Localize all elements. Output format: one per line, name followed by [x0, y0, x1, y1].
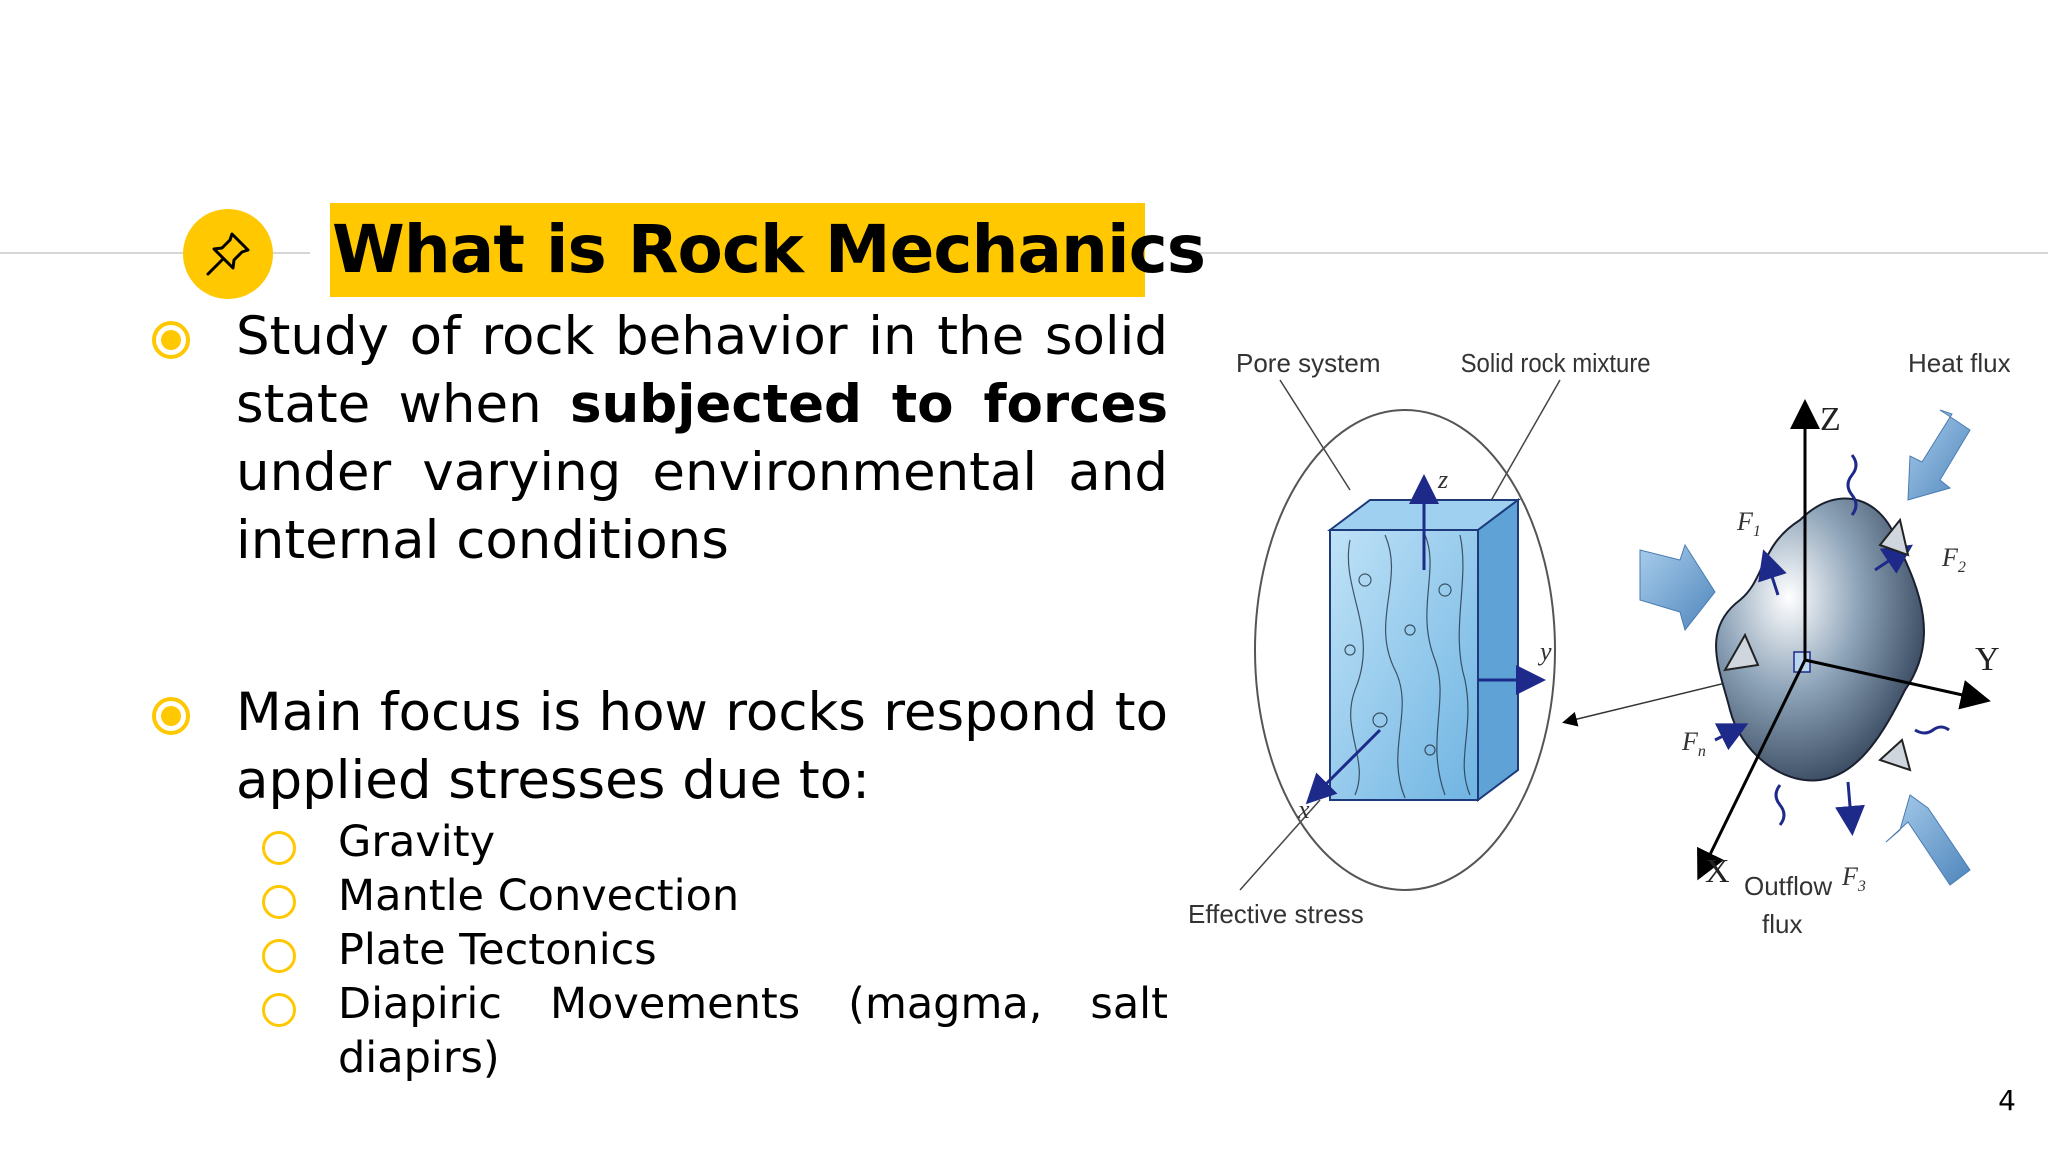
axis-Y-arrow	[1804, 658, 1991, 710]
force-fn-label: Fn	[1681, 727, 1706, 760]
rock-supports	[1723, 517, 1912, 772]
heat-flux-arrow-topright	[1907, 409, 1971, 501]
force-f1-arrow	[1758, 549, 1787, 596]
force-f3-arrow	[1835, 781, 1865, 836]
header-rule-left	[0, 252, 310, 254]
label-outflow: Outflow	[1744, 871, 1832, 901]
sub-bullet-text: Diapiric Movements (magma, salt diapirs)	[338, 979, 1168, 1083]
axis-X-arrow	[1697, 659, 1807, 881]
force-f3-label: F3	[1841, 862, 1866, 895]
slide-title-highlight: What is Rock Mechanics	[330, 203, 1206, 297]
bullet-item: Main focus is how rocks respond to appli…	[150, 679, 1168, 815]
heat-flux-arrow-bottomright	[1885, 794, 1971, 886]
hollow-bullet-icon	[262, 885, 296, 919]
sub-bullet-list: Gravity Mantle Convection Plate Tectonic…	[150, 815, 1168, 1085]
sub-bullet-text: Plate Tectonics	[338, 925, 657, 975]
pore-cube	[1327, 498, 1521, 802]
sub-bullet-item: Mantle Convection	[150, 869, 1168, 923]
bullet-text-part: under varying environmental and internal…	[236, 442, 1168, 571]
axis-x-small-label: x	[1297, 795, 1310, 824]
inset-circle	[1254, 409, 1556, 891]
pushpin-icon	[206, 232, 250, 276]
label-pore-system: Pore system	[1236, 348, 1381, 378]
bullet-text-emphasis: subjected to forces	[569, 374, 1168, 435]
slide-title: What is Rock Mechanics	[332, 211, 1206, 288]
leader-line	[1239, 799, 1321, 891]
force-f2-label: F2	[1941, 543, 1966, 576]
axis-y-small-label: y	[1537, 637, 1552, 666]
sub-bullet-item: Plate Tectonics	[150, 923, 1168, 977]
label-flux: flux	[1762, 909, 1802, 939]
bullet-marker-icon	[152, 321, 190, 359]
label-effective-stress: Effective stress	[1188, 899, 1364, 929]
bullet-text: Main focus is how rocks respond to appli…	[236, 682, 1168, 811]
hollow-bullet-icon	[262, 993, 296, 1027]
sub-bullet-item: Diapiric Movements (magma, salt diapirs)	[150, 977, 1168, 1085]
sub-bullet-item: Gravity	[150, 815, 1168, 869]
slide-content: Study of rock behavior in the solid stat…	[150, 300, 1168, 1085]
axis-z-small-label: z	[1437, 465, 1448, 494]
hollow-bullet-icon	[262, 831, 296, 865]
rock-mechanics-diagram: Pore system Solid rock mixture Heat flux…	[1188, 348, 2010, 939]
sub-bullet-text: Gravity	[338, 817, 496, 867]
leader-line	[1279, 379, 1351, 491]
bullet-item: Study of rock behavior in the solid stat…	[150, 303, 1168, 575]
leader-line	[1479, 379, 1561, 521]
axis-Y-label: Y	[1975, 641, 2000, 678]
hollow-bullet-icon	[262, 939, 296, 973]
label-solid-rock-mixture: Solid rock mixture	[1461, 349, 1651, 378]
header-rule-right	[1178, 252, 2048, 254]
heat-flux-arrow-left	[1639, 543, 1716, 632]
force-f1-label: F1	[1736, 507, 1761, 540]
axis-Z-label: Z	[1820, 401, 1841, 438]
pushpin-badge	[183, 209, 273, 299]
heat-wave-lines	[1774, 454, 1950, 826]
axis-x-small-arrow	[1305, 728, 1382, 805]
sub-bullet-text: Mantle Convection	[338, 871, 740, 921]
axis-X-label: X	[1705, 853, 1730, 890]
label-heat-flux: Heat flux	[1908, 348, 2010, 378]
page-number: 4	[1998, 1084, 2016, 1117]
force-fn-arrow	[1714, 723, 1749, 751]
bullet-marker-icon	[152, 697, 190, 735]
bullet-text-part: Study of rock behavior in the solid stat…	[236, 306, 1168, 435]
bullet-text: Study of rock behavior in the solid stat…	[236, 303, 1168, 575]
